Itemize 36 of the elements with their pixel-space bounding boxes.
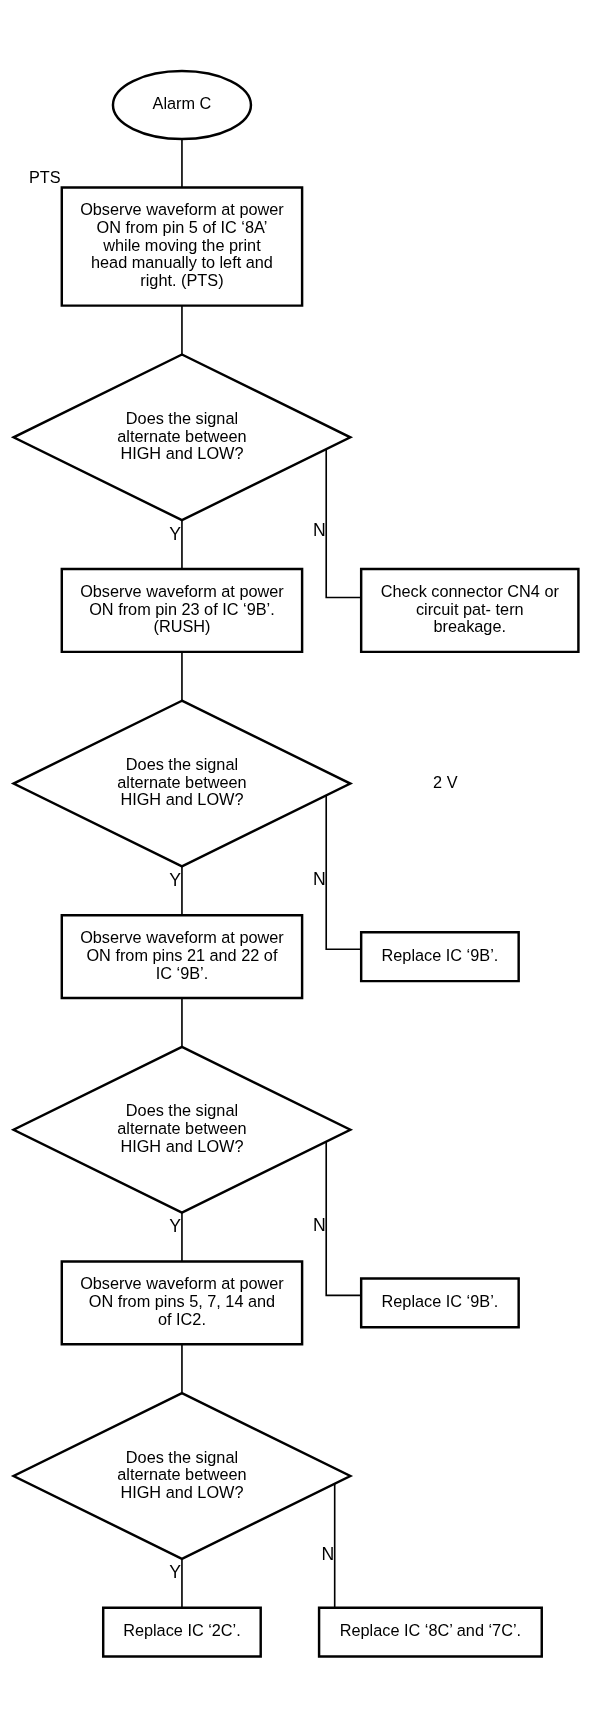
edge-label: N xyxy=(313,519,326,540)
node-box: Replace IC ‘9B’. xyxy=(359,1277,520,1329)
connector xyxy=(181,865,183,916)
node-diamond: Does the signal alternate between HIGH and LOW? xyxy=(10,699,354,868)
edge-label: N xyxy=(313,868,326,889)
edge-label: N xyxy=(313,1215,326,1236)
edge-label: Y xyxy=(169,523,182,544)
edge-label: Y xyxy=(169,1216,182,1237)
connector xyxy=(181,1211,183,1263)
connector xyxy=(181,519,183,570)
node-box: Observe waveform at power ON from pins 5, 7, 14 and of IC2. xyxy=(60,1260,304,1346)
connector xyxy=(333,1483,336,1609)
connector xyxy=(181,1343,183,1394)
node-diamond: Does the signal alternate between HIGH and LOW? xyxy=(10,353,354,522)
node-box: Replace IC ‘9B’. xyxy=(359,931,520,983)
node-diamond: Does the signal alternate between HIGH and LOW? xyxy=(10,1045,354,1214)
node-box: Observe waveform at power ON from pin 5 of IC ‘8A’ while moving the print head manually to left and right. (PTS) xyxy=(60,186,304,307)
node-box: Observe waveform at power ON from pin 23 of IC ‘9B’. (RUSH) xyxy=(60,567,304,654)
connector xyxy=(181,1558,183,1609)
node-box: Check connector CN4 or circuit pat- tern breakage. xyxy=(359,567,580,654)
connector xyxy=(181,651,183,702)
edge-label: N xyxy=(321,1543,335,1564)
node-box: Observe waveform at power ON from pins 21 and 22 of IC ‘9B’. xyxy=(60,914,304,1000)
connector xyxy=(325,794,362,950)
node-box: Replace IC ‘8C’ and ‘7C’. xyxy=(317,1606,543,1658)
connector xyxy=(181,997,183,1048)
connector xyxy=(325,1140,362,1297)
edge-label: Y xyxy=(169,1562,182,1583)
node-label: PTS xyxy=(28,167,61,186)
connector xyxy=(325,448,362,599)
label: 2 V xyxy=(433,772,458,791)
edge-label: Y xyxy=(169,869,182,890)
node-box: Replace IC ‘2C’. xyxy=(102,1606,262,1658)
node-ellipse: Alarm C xyxy=(111,69,253,141)
connector xyxy=(181,305,183,356)
connector xyxy=(181,138,183,189)
